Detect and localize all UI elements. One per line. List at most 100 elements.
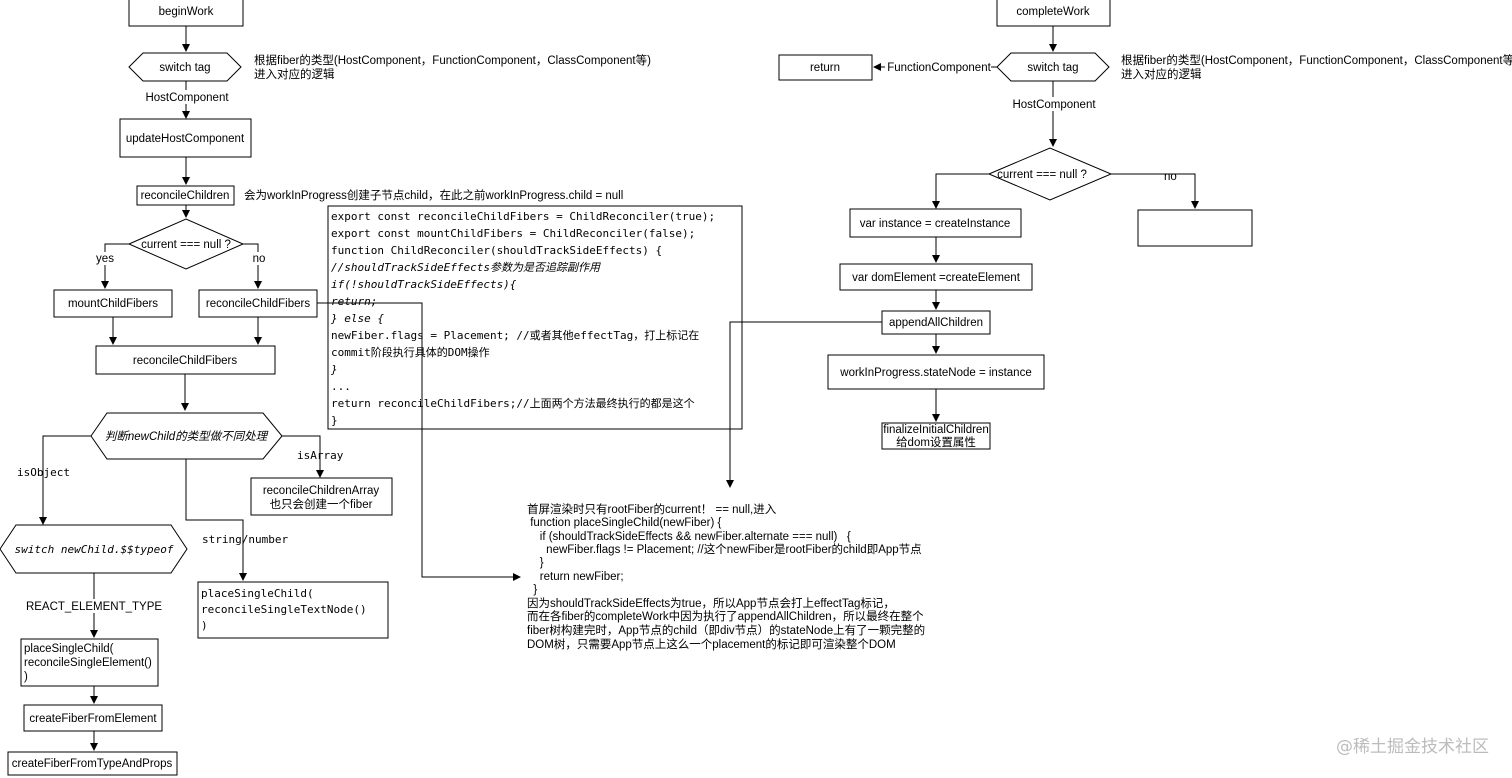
code-line-7: } else {	[330, 312, 384, 325]
place-single-element-line-1: placeSingleChild(	[24, 643, 114, 655]
function-component-label-bg	[885, 60, 991, 74]
edge-reconcile-to-note	[317, 302, 521, 581]
return-node: return	[778, 54, 873, 81]
code-line-11: ...	[331, 380, 351, 393]
place-single-text-line-3: )	[201, 619, 208, 632]
watermark-text: @稀土掘金技术社区	[1336, 737, 1489, 757]
code-line-8: newFiber.flags = Placement; //或者其他effect…	[331, 328, 699, 342]
right-switch-tag-label: switch tag	[1027, 62, 1078, 74]
edge-append-to-note	[726, 321, 882, 488]
reconcile-children-node: reconcileChildren	[136, 185, 235, 206]
code-line-9: commit阶段执行具体的DOM操作	[331, 345, 490, 359]
edge-judge-isobject	[39, 435, 91, 525]
note-line-10: fiber树构建完时，App节点的child（即div节点）的stateNode…	[527, 623, 925, 637]
code-line-6: return;	[331, 295, 377, 308]
note-line-11: DOM树，只需要App节点上这么一个placement的标记即可渲染整个DOM	[527, 637, 896, 651]
code-line-4: //shouldTrackSideEffects参数为是否追踪副作用	[331, 261, 601, 274]
create-fiber-from-element-node: createFiberFromElement	[23, 704, 163, 732]
react-element-type-label: REACT_ELEMENT_TYPE	[26, 601, 162, 613]
code-line-2: export const mountChildFibers = ChildRec…	[331, 227, 695, 240]
create-element-node: var domElement =createElement	[839, 263, 1033, 291]
finalize-line-2: 给dom设置属性	[896, 435, 976, 449]
no-label-bg	[249, 252, 269, 265]
place-single-element-line-2: reconcileSingleElement()	[24, 657, 152, 669]
reconcile-child-fibers-small-label: reconcileChildFibers	[206, 298, 310, 310]
host-component-label: HostComponent	[145, 92, 229, 104]
finalize-node: finalizeInitialChildren 给dom设置属性	[881, 422, 991, 450]
placement-note: 首屏渲染时只有rootFiber的current！ == null,进入 fun…	[527, 502, 925, 651]
is-array-label: isArray	[297, 449, 344, 462]
right-switch-tag-note-2: 进入对应的逻辑	[1121, 67, 1202, 81]
function-component-label: FunctionComponent	[887, 62, 991, 74]
state-node-label: workInProgress.stateNode = instance	[839, 367, 1031, 379]
empty-box-node	[1137, 209, 1253, 247]
code-box: export const reconcileChildFibers = Chil…	[327, 205, 743, 430]
note-line-9: 而在各fiber的completeWork中因为执行了appendAllChil…	[527, 609, 924, 623]
place-single-element-line-3: )	[24, 671, 28, 683]
begin-work-node: beginWork	[128, 0, 244, 27]
code-line-3: function ChildReconciler(shouldTrackSide…	[331, 244, 662, 257]
return-label: return	[810, 62, 840, 74]
create-element-label: var domElement =createElement	[852, 272, 1021, 284]
mount-child-fibers-label: mountChildFibers	[68, 298, 158, 310]
edge-current-no	[243, 243, 262, 289]
judge-new-child-node: 判断newChild的类型做不同处理	[90, 412, 283, 460]
reconcile-child-fibers-small-node: reconcileChildFibers	[198, 289, 318, 318]
right-switch-tag-note-1: 根据fiber的类型(HostComponent，FunctionCompone…	[1121, 53, 1512, 67]
code-line-1: export const reconcileChildFibers = Chil…	[331, 210, 715, 223]
children-array-line-1: reconcileChildrenArray	[263, 485, 380, 497]
right-current-null-label: current === null ?	[997, 169, 1087, 181]
switch-typeof-node: switch newChild.$$typeof	[0, 524, 188, 574]
right-switch-tag-node: switch tag	[996, 52, 1110, 82]
complete-work-node: completeWork	[996, 0, 1111, 27]
right-current-null-decision: current === null ?	[987, 147, 1113, 201]
host-component-label-bg	[140, 90, 232, 104]
switch-typeof-label: switch newChild.$$typeof	[15, 543, 174, 556]
append-all-children-label: appendAllChildren	[889, 317, 983, 329]
switch-tag-note-1: 根据fiber的类型(HostComponent，FunctionCompone…	[254, 53, 651, 67]
reconcile-children-note: 会为workInProgress创建子节点child，在此之前workInPro…	[244, 188, 623, 202]
note-line-3: if (shouldTrackSideEffects && newFiber.a…	[527, 531, 851, 543]
create-instance-label: var instance = createInstance	[860, 218, 1011, 230]
react-element-type-bg	[28, 599, 160, 613]
update-host-component-label: updateHostComponent	[126, 133, 245, 145]
reconcile-children-label: reconcileChildren	[141, 190, 230, 202]
note-line-1: 首屏渲染时只有rootFiber的current！ == null,进入	[527, 502, 777, 516]
mount-child-fibers-node: mountChildFibers	[53, 289, 173, 318]
complete-work-label: completeWork	[1016, 6, 1090, 18]
note-line-5: }	[527, 557, 544, 569]
place-single-text-line-1: placeSingleChild(	[201, 587, 314, 600]
current-null-label: current === null ?	[141, 239, 231, 251]
create-fiber-from-type-node: createFiberFromTypeAndProps	[7, 751, 178, 776]
note-line-6: return newFiber;	[527, 571, 624, 583]
code-line-12: return reconcileChildFibers;//上面两个方法最终执行…	[331, 396, 695, 410]
yes-label: yes	[96, 253, 114, 265]
note-line-2: function placeSingleChild(newFiber) {	[527, 517, 721, 529]
no-label: no	[253, 253, 266, 265]
edge-judge-isarray	[282, 435, 324, 478]
judge-new-child-label: 判断newChild的类型做不同处理	[105, 430, 269, 443]
edge-right-current-yes	[932, 173, 989, 209]
children-array-line-2: 也只会创建一个fiber	[270, 497, 373, 511]
update-host-component-node: updateHostComponent	[119, 118, 252, 158]
create-instance-node: var instance = createInstance	[849, 208, 1022, 238]
reconcile-child-fibers-label: reconcileChildFibers	[133, 355, 237, 367]
append-all-children-node: appendAllChildren	[881, 310, 991, 335]
note-line-7: }	[527, 584, 537, 596]
note-line-8: 因为shouldTrackSideEffects为true，所以App节点会打上…	[527, 596, 895, 610]
code-line-5: if(!shouldTrackSideEffects){	[331, 278, 517, 291]
switch-tag-label: switch tag	[159, 62, 210, 74]
place-single-element-node: placeSingleChild( reconcileSingleElement…	[20, 638, 159, 687]
switch-tag-note-2: 进入对应的逻辑	[254, 67, 335, 81]
finalize-line-1: finalizeInitialChildren	[883, 424, 988, 436]
create-fiber-from-type-label: createFiberFromTypeAndProps	[12, 758, 173, 770]
reconcile-children-array-node: reconcileChildrenArray 也只会创建一个fiber	[250, 477, 393, 516]
begin-work-label: beginWork	[159, 6, 214, 18]
right-host-component-label: HostComponent	[1012, 99, 1096, 111]
create-fiber-from-element-label: createFiberFromElement	[29, 713, 157, 725]
current-null-decision: current === null ?	[127, 218, 245, 270]
right-no-label: no	[1164, 171, 1177, 183]
place-single-text-node: placeSingleChild( reconcileSingleTextNod…	[197, 581, 389, 639]
string-number-label: string/number	[202, 533, 288, 546]
